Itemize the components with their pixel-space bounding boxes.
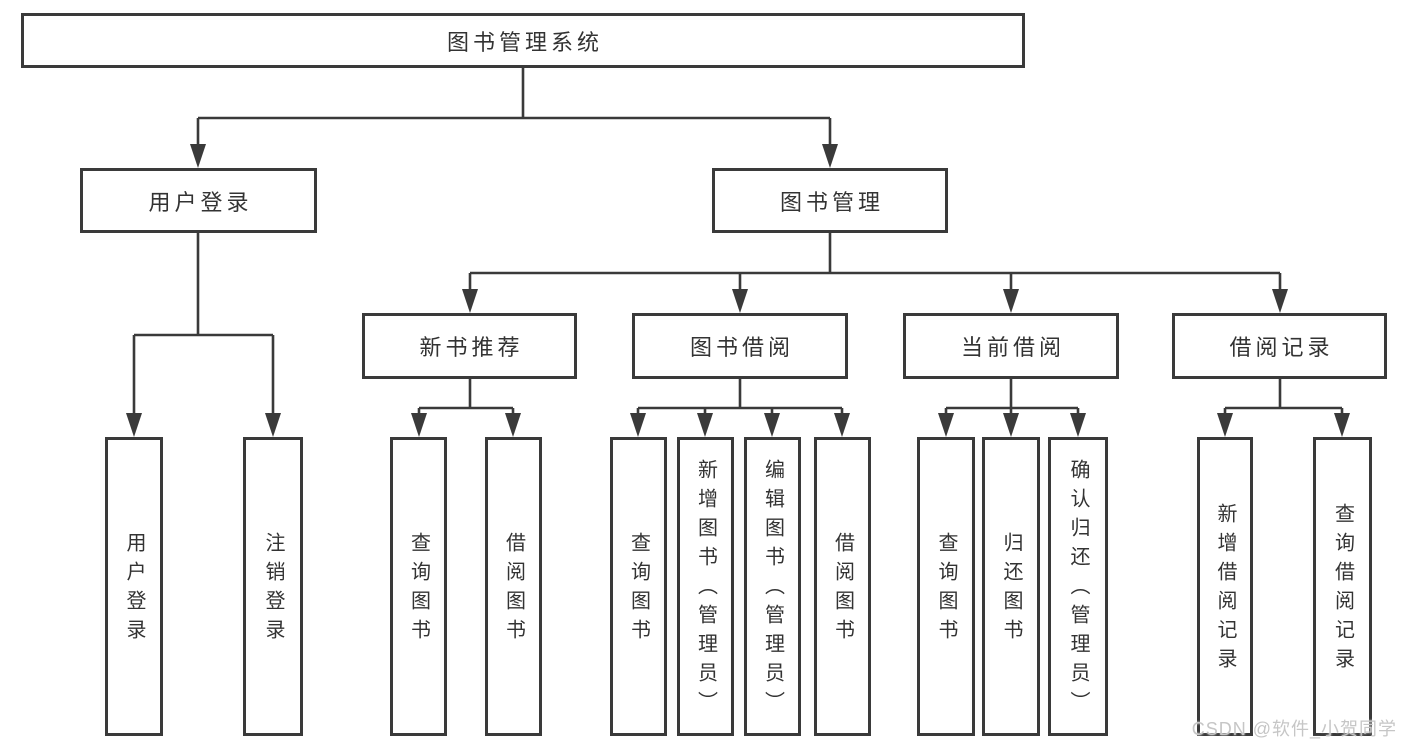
node-user-login: 用户登录 [80,168,317,233]
node-book-borrowing: 图书借阅 [632,313,848,379]
leaf-logout: 注销登录 [243,437,303,736]
leaf-return-books: 归还图书 [982,437,1040,736]
node-borrowing-records: 借阅记录 [1172,313,1387,379]
leaf-add-borrow-record: 新增借阅记录 [1197,437,1253,736]
node-book-management: 图书管理 [712,168,948,233]
leaf-add-books-admin: 新增图书（管理员） [677,437,734,736]
leaf-search-borrow-record: 查询借阅记录 [1313,437,1372,736]
leaf-search-books-recommend: 查询图书 [390,437,447,736]
watermark: CSDN @软件_小贺同学 [1191,719,1397,739]
leaf-search-books-current: 查询图书 [917,437,975,736]
leaf-search-books-borrow: 查询图书 [610,437,667,736]
leaf-borrow-books-recommend: 借阅图书 [485,437,542,736]
node-library-management-system: 图书管理系统 [21,13,1025,68]
node-current-borrowing: 当前借阅 [903,313,1119,379]
leaf-user-login: 用户登录 [105,437,163,736]
leaf-edit-books-admin: 编辑图书（管理员） [744,437,801,736]
arrowheads [126,144,1350,437]
leaf-confirm-return-admin: 确认归还（管理员） [1048,437,1108,736]
node-new-book-recommendation: 新书推荐 [362,313,577,379]
leaf-borrow-books: 借阅图书 [814,437,871,736]
